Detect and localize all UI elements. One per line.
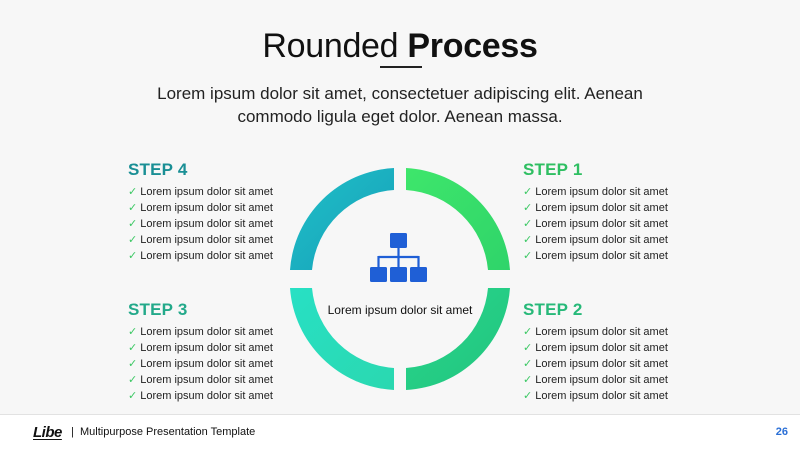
footer: Libe | Multipurpose Presentation Templat…	[0, 414, 800, 451]
list-item: ✓Lorem ipsum dolor sit amet	[523, 186, 668, 198]
list-item: ✓Lorem ipsum dolor sit amet	[128, 250, 273, 262]
step-4-list: ✓Lorem ipsum dolor sit amet ✓Lorem ipsum…	[128, 184, 293, 264]
title-bold: Process	[407, 27, 538, 65]
step-4-block: STEP 4 ✓Lorem ipsum dolor sit amet ✓Lore…	[128, 160, 293, 264]
list-item: ✓Lorem ipsum dolor sit amet	[523, 342, 668, 354]
list-item: ✓Lorem ipsum dolor sit amet	[128, 218, 273, 230]
check-icon: ✓	[128, 234, 138, 246]
step-2-list: ✓Lorem ipsum dolor sit amet ✓Lorem ipsum…	[523, 324, 688, 404]
check-icon: ✓	[128, 218, 138, 230]
list-item: ✓Lorem ipsum dolor sit amet	[523, 218, 668, 230]
check-icon: ✓	[128, 374, 138, 386]
step-3-list: ✓Lorem ipsum dolor sit amet ✓Lorem ipsum…	[128, 324, 293, 404]
check-icon: ✓	[128, 390, 138, 402]
check-icon: ✓	[523, 234, 533, 246]
step-3-block: STEP 3 ✓Lorem ipsum dolor sit amet ✓Lore…	[128, 300, 293, 404]
step-3-title: STEP 3	[128, 300, 188, 319]
check-icon: ✓	[128, 358, 138, 370]
check-icon: ✓	[523, 186, 533, 198]
check-icon: ✓	[523, 202, 533, 214]
list-item: ✓Lorem ipsum dolor sit amet	[128, 390, 273, 402]
check-icon: ✓	[128, 326, 138, 338]
step-1-block: STEP 1 ✓Lorem ipsum dolor sit amet ✓Lore…	[523, 160, 688, 264]
page-number: 26	[775, 426, 788, 438]
step-2-arc	[406, 288, 510, 390]
list-item: ✓Lorem ipsum dolor sit amet	[128, 358, 273, 370]
rounded-process-ring	[290, 168, 510, 390]
list-item: ✓Lorem ipsum dolor sit amet	[128, 374, 273, 386]
step-4-arc	[290, 168, 394, 270]
check-icon: ✓	[523, 358, 533, 370]
check-icon: ✓	[523, 390, 533, 402]
check-icon: ✓	[523, 374, 533, 386]
check-icon: ✓	[128, 186, 138, 198]
center-label: Lorem ipsum dolor sit amet	[327, 303, 473, 317]
step-1-title: STEP 1	[523, 160, 583, 179]
step-2-title: STEP 2	[523, 300, 583, 319]
list-item: ✓Lorem ipsum dolor sit amet	[128, 186, 273, 198]
list-item: ✓Lorem ipsum dolor sit amet	[523, 250, 668, 262]
list-item: ✓Lorem ipsum dolor sit amet	[128, 202, 273, 214]
check-icon: ✓	[523, 218, 533, 230]
slide-subtitle: Lorem ipsum dolor sit amet, consectetuer…	[157, 84, 643, 126]
step-1-arc	[406, 168, 510, 270]
list-item: ✓Lorem ipsum dolor sit amet	[128, 326, 273, 338]
footer-text: Multipurpose Presentation Template	[80, 426, 256, 438]
list-item: ✓Lorem ipsum dolor sit amet	[523, 234, 668, 246]
step-1-list: ✓Lorem ipsum dolor sit amet ✓Lorem ipsum…	[523, 184, 688, 264]
check-icon: ✓	[128, 250, 138, 262]
list-item: ✓Lorem ipsum dolor sit amet	[523, 326, 668, 338]
check-icon: ✓	[523, 342, 533, 354]
list-item: ✓Lorem ipsum dolor sit amet	[523, 374, 668, 386]
title-light: Rounded	[262, 27, 408, 65]
footer-separator: |	[71, 426, 74, 438]
check-icon: ✓	[128, 202, 138, 214]
brand-logo: Libe	[33, 424, 62, 441]
step-4-title: STEP 4	[128, 160, 188, 179]
slide-title: Rounded Process	[0, 26, 800, 66]
step-2-block: STEP 2 ✓Lorem ipsum dolor sit amet ✓Lore…	[523, 300, 688, 404]
list-item: ✓Lorem ipsum dolor sit amet	[128, 342, 273, 354]
check-icon: ✓	[128, 342, 138, 354]
hierarchy-icon	[370, 233, 427, 282]
list-item: ✓Lorem ipsum dolor sit amet	[523, 358, 668, 370]
list-item: ✓Lorem ipsum dolor sit amet	[523, 390, 668, 402]
step-3-arc	[290, 288, 394, 390]
list-item: ✓Lorem ipsum dolor sit amet	[128, 234, 273, 246]
title-underline	[380, 66, 422, 68]
check-icon: ✓	[523, 326, 533, 338]
list-item: ✓Lorem ipsum dolor sit amet	[523, 202, 668, 214]
check-icon: ✓	[523, 250, 533, 262]
